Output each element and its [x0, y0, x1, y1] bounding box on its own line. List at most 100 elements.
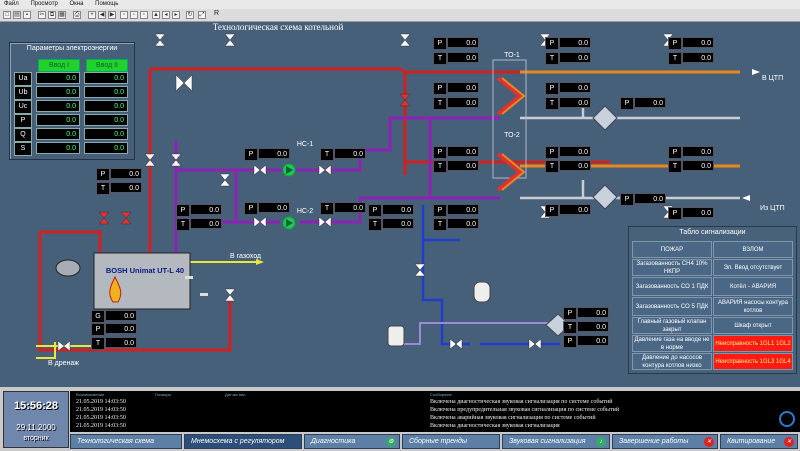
meter-value[interactable]: 0.0	[559, 82, 591, 93]
toolbar-grid3-icon[interactable]: ▫	[140, 11, 148, 19]
alarm-cell[interactable]: Эл. Ввод отсутствует	[713, 259, 793, 276]
tab-1[interactable]: Мнемосхема с регулятором	[184, 434, 302, 449]
meter-value[interactable]: 0.0	[105, 310, 137, 321]
log-header-time: Возникновение	[76, 392, 105, 397]
meter-value[interactable]: 0.0	[110, 168, 142, 179]
tab-icon: ✕	[784, 437, 794, 447]
toolbar-paste-icon[interactable]: ▦	[58, 11, 66, 19]
meter-value[interactable]: 0.0	[334, 148, 366, 159]
meter-value[interactable]: 0.0	[105, 337, 137, 348]
toolbar-back-icon[interactable]: ◀	[98, 11, 106, 19]
tab-label: Технологическая схема	[77, 438, 154, 445]
tab-5[interactable]: Завершение работы✕	[612, 434, 718, 449]
input-1-button[interactable]: Ввод I	[38, 59, 80, 72]
toolbar-new-icon[interactable]: □	[3, 11, 11, 19]
scheme-title: Технологическая схема котельной	[213, 22, 344, 32]
toolbar-print-icon[interactable]: ⎙	[73, 11, 81, 19]
safety-valves[interactable]	[98, 93, 411, 225]
meter-value[interactable]: 0.0	[447, 218, 479, 229]
meter-value[interactable]: 0.0	[682, 37, 714, 48]
alarm-cell[interactable]: Загазованность СО 5 ПДК	[632, 297, 712, 316]
boiler-body[interactable]	[93, 252, 191, 310]
menu-file[interactable]: Файл	[4, 1, 19, 7]
meter-value[interactable]: 0.0	[559, 146, 591, 157]
filter-2-icon	[592, 184, 618, 210]
menu-windows[interactable]: Окна	[69, 1, 84, 7]
meter-value[interactable]: 0.0	[577, 335, 609, 346]
toolbar-left-icon[interactable]: ◂	[162, 11, 170, 19]
meter-value[interactable]: 0.0	[382, 218, 414, 229]
input-2-button[interactable]: Ввод II	[86, 59, 128, 72]
power-value-input1: 0.0	[36, 100, 80, 112]
meter-value[interactable]: 0.0	[682, 207, 714, 218]
meter-value[interactable]: 0.0	[577, 321, 609, 332]
event-log[interactable]: Возникновение Позиция Датчик вал Сообщен…	[70, 391, 800, 432]
meter-value[interactable]: 0.0	[190, 204, 222, 215]
alarm-cell[interactable]: Главный газовый клапан закрыт	[632, 317, 712, 334]
toolbar-cut-icon[interactable]: ✂	[38, 11, 46, 19]
toolbar-right-icon[interactable]: ▸	[172, 11, 180, 19]
toolbar-forward-icon[interactable]: ▶	[108, 11, 116, 19]
meter-value[interactable]: 0.0	[682, 52, 714, 63]
meter-value[interactable]: 0.0	[634, 97, 666, 108]
meter-value[interactable]: 0.0	[447, 146, 479, 157]
clock-date: 29.11.2000	[16, 423, 56, 432]
meter-value[interactable]: 0.0	[559, 160, 591, 171]
tab-4[interactable]: Звуковая сигнализация♪	[502, 434, 610, 449]
meter-value[interactable]: 0.0	[447, 52, 479, 63]
alarm-cell[interactable]: ВЗЛОМ	[713, 241, 793, 258]
tab-0[interactable]: Технологическая схема	[70, 434, 182, 449]
menu-help[interactable]: Помощь	[95, 1, 119, 7]
boiler-name: BOSH Unimat UT-L 40	[106, 266, 184, 275]
toolbar-fit-icon[interactable]: ⤢	[198, 11, 206, 19]
meter-label: P	[545, 37, 559, 50]
meter-label: P	[563, 335, 577, 348]
meter-value[interactable]: 0.0	[447, 97, 479, 108]
menu-view[interactable]: Просмотр	[30, 1, 58, 7]
toolbar-up-icon[interactable]: ▲	[152, 11, 160, 19]
meter-value[interactable]: 0.0	[559, 204, 591, 215]
meter-value[interactable]: 0.0	[559, 37, 591, 48]
toolbar-grid1-icon[interactable]: ▫	[120, 11, 128, 19]
meter-value[interactable]: 0.0	[258, 202, 290, 213]
meter-value[interactable]: 0.0	[559, 97, 591, 108]
meter-value[interactable]: 0.0	[447, 160, 479, 171]
tab-6[interactable]: Квитирование✕	[720, 434, 798, 449]
meter-value[interactable]: 0.0	[447, 37, 479, 48]
meter-value[interactable]: 0.0	[334, 202, 366, 213]
alarm-cell[interactable]: Неисправность 1GL3 1GL4	[713, 353, 793, 370]
menu-bar: Файл Просмотр Окна Помощь	[0, 0, 800, 9]
toolbar-save-icon[interactable]: ▪	[23, 11, 31, 19]
alarm-cell[interactable]: Загазованность СН4 10% НКПР	[632, 259, 712, 276]
toolbar-refresh-icon[interactable]: ↻	[186, 11, 194, 19]
meter-value[interactable]: 0.0	[634, 193, 666, 204]
tab-2[interactable]: Диагностика⚙	[304, 434, 400, 449]
power-row-label: Uc	[14, 100, 32, 114]
meter-label: P	[91, 323, 105, 336]
meter-value[interactable]: 0.0	[190, 218, 222, 229]
meter-value[interactable]: 0.0	[447, 204, 479, 215]
alarm-cell[interactable]: Давление газа на вводе не в норме	[632, 335, 712, 352]
toolbar-zoom-icon[interactable]: +	[88, 11, 96, 19]
alarm-cell[interactable]: Давление до насосов контура котлов низко	[632, 353, 712, 370]
meter-value[interactable]: 0.0	[577, 307, 609, 318]
alarm-cell[interactable]: Шкаф открыт	[713, 317, 793, 334]
alarm-cell[interactable]: АВАРИЯ насосы контура котлов	[713, 297, 793, 316]
toolbar-open-icon[interactable]: ▤	[13, 11, 21, 19]
meter-value[interactable]: 0.0	[682, 160, 714, 171]
alarm-cell[interactable]: Загазованность СО 1 ПДК	[632, 277, 712, 296]
meter-value[interactable]: 0.0	[447, 82, 479, 93]
meter-value[interactable]: 0.0	[258, 148, 290, 159]
boiler-burner	[55, 259, 81, 277]
toolbar-grid2-icon[interactable]: ▫	[130, 11, 138, 19]
alarm-cell[interactable]: ПОЖАР	[632, 241, 712, 258]
meter-value[interactable]: 0.0	[105, 323, 137, 334]
meter-value[interactable]: 0.0	[110, 182, 142, 193]
meter-value[interactable]: 0.0	[559, 52, 591, 63]
meter-value[interactable]: 0.0	[382, 204, 414, 215]
tab-3[interactable]: Сборные тренды	[402, 434, 500, 449]
meter-value[interactable]: 0.0	[682, 146, 714, 157]
alarm-cell[interactable]: Неисправность 1GL1 1GL2	[713, 335, 793, 352]
alarm-cell[interactable]: Котёл - АВАРИЯ	[713, 277, 793, 296]
toolbar-copy-icon[interactable]: ⧉	[48, 11, 56, 19]
